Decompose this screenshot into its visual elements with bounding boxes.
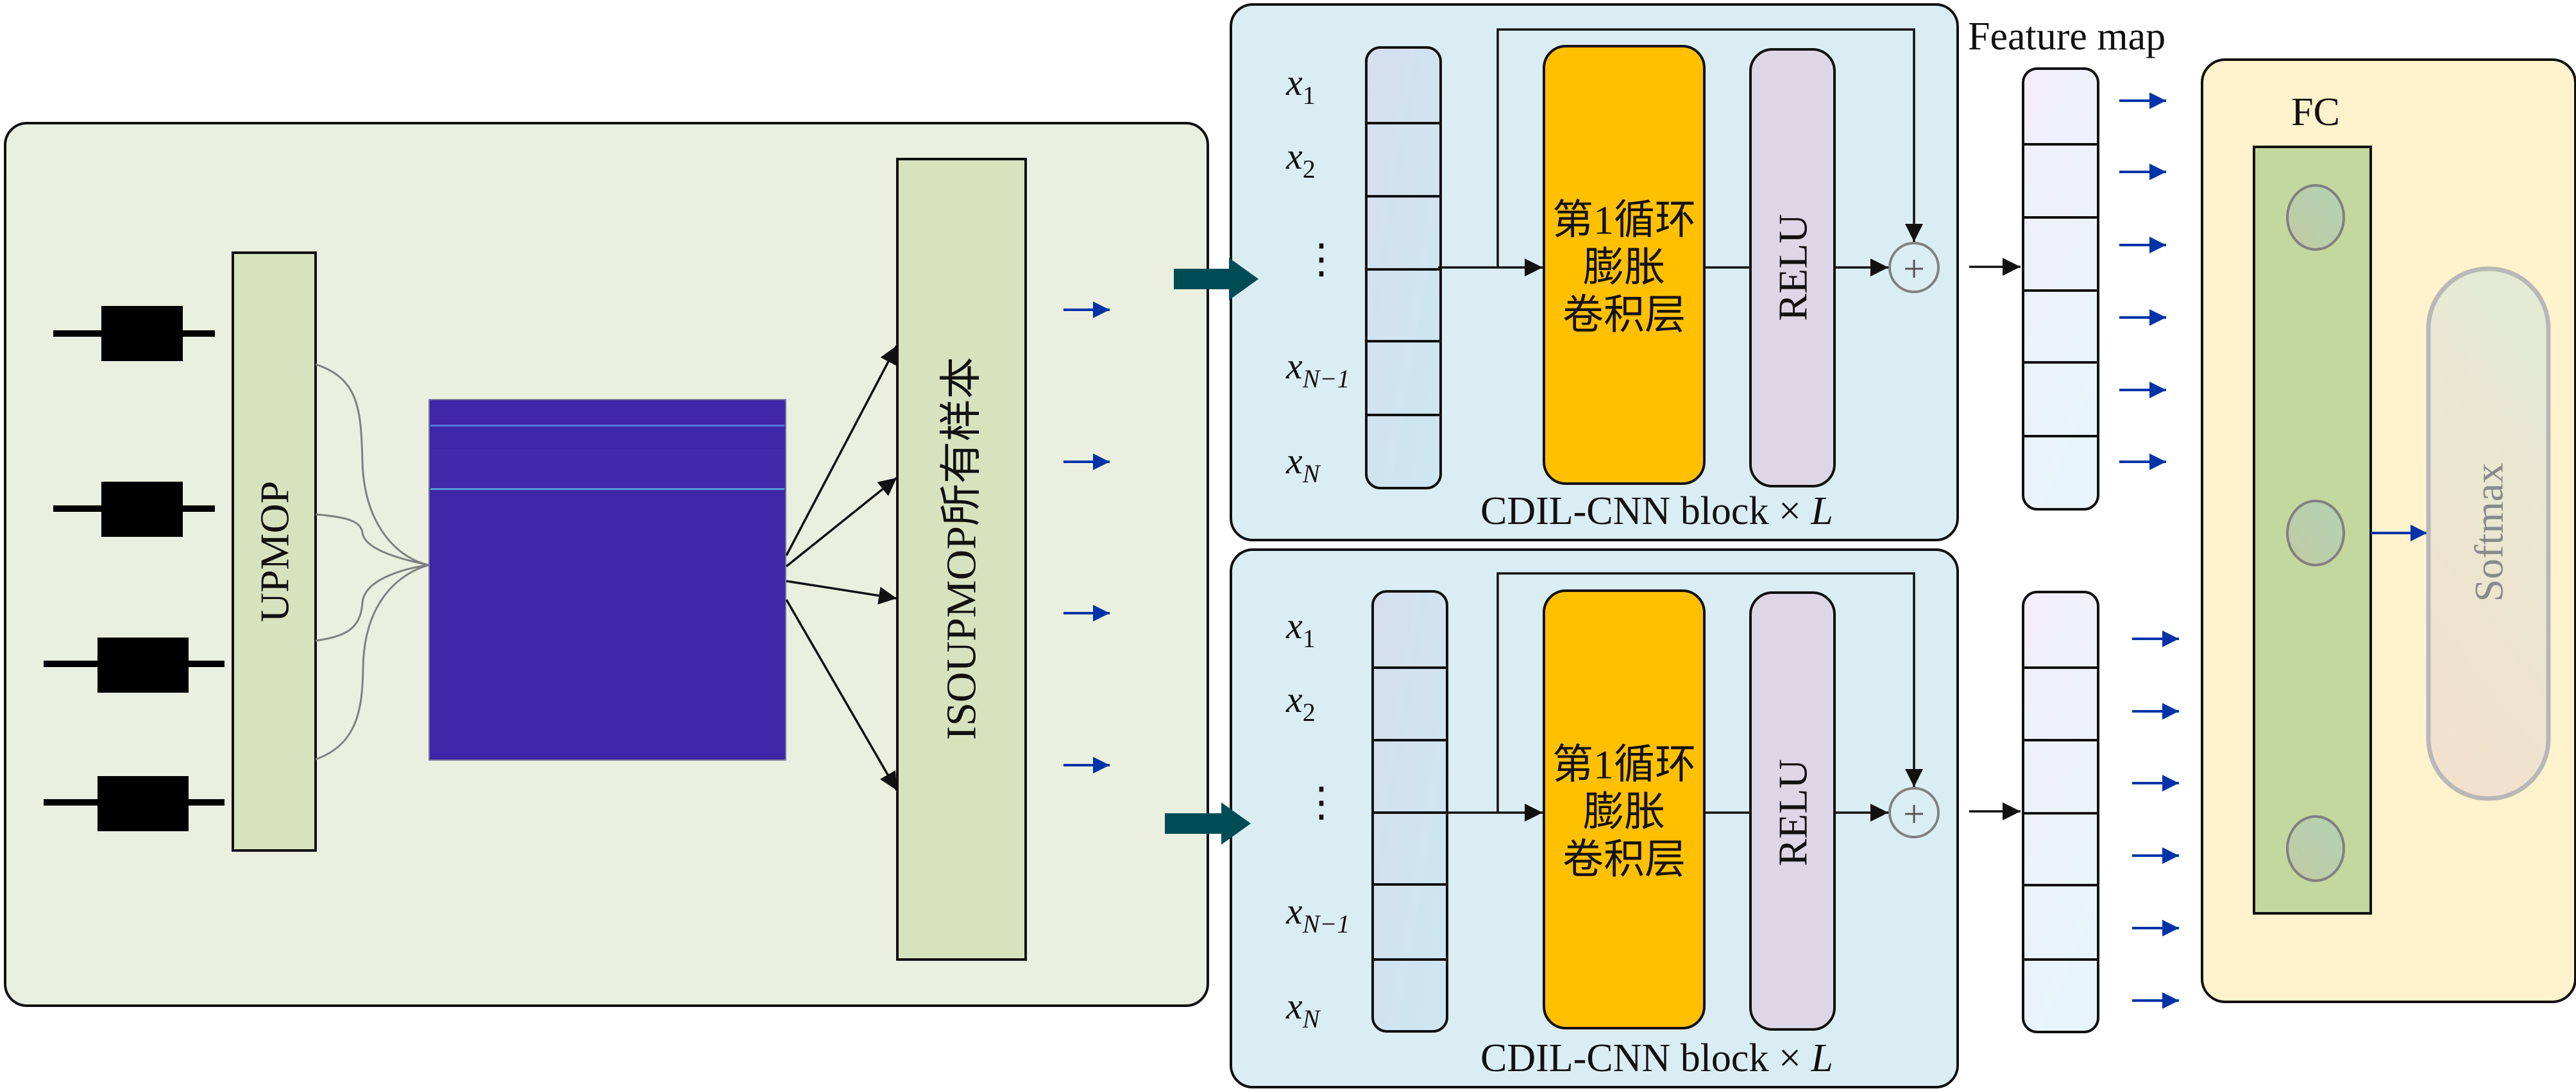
input-label-base: x [1285, 135, 1303, 177]
conv-label-line-1: 第1循环 [1552, 198, 1696, 243]
feature-map-column-1 [1969, 67, 2166, 511]
fan-arrow-3 [786, 580, 897, 605]
softmax-label: Softmax [2466, 463, 2512, 602]
feature-map-body [2022, 67, 2099, 511]
input-label-2: x2 [1285, 679, 1316, 727]
caption-variable: L [1810, 1036, 1833, 1080]
feature-maps [1969, 67, 2179, 1033]
input-sequence-column [1365, 46, 1442, 489]
residual-add-icon: + [1888, 787, 1940, 838]
caption-text: CDIL-CNN block × [1480, 1036, 1811, 1080]
input-label-base: x [1285, 985, 1303, 1027]
signal-waveform-2 [53, 482, 215, 537]
preprocessing-panel: UPMOP ISOUPMOP所有样本 [4, 122, 1209, 1007]
spectrogram-image [428, 399, 786, 761]
input-label-subscript: N−1 [1302, 364, 1350, 393]
fc-node-2 [2286, 500, 2345, 566]
conv-label-line-2: 膨胀 [1583, 245, 1665, 291]
softmax-box [2426, 266, 2551, 801]
signal-waveforms [44, 306, 225, 831]
input-label-base: x [1285, 890, 1303, 932]
input-label-subscript: N [1302, 1004, 1321, 1033]
input-label-4: xN−1 [1285, 345, 1350, 393]
residual-skip-connection [1496, 28, 1923, 267]
input-label-1: x1 [1285, 62, 1316, 110]
input-label-3: ⋮ [1301, 779, 1342, 825]
residual-add-icon: + [1888, 242, 1940, 293]
relu-box: RELU [1749, 48, 1836, 487]
teal-arrow-top [1174, 258, 1258, 300]
feature-map-label: Feature map [1968, 15, 2165, 58]
input-label-base: x [1285, 62, 1303, 103]
isoupmop-label: ISOUPMOP所有样本 [938, 357, 985, 740]
add-symbol: + [1903, 248, 1925, 290]
fc-node-3 [2286, 815, 2345, 882]
relu-label: RELU [1770, 214, 1816, 321]
input-label-base: x [1285, 605, 1303, 647]
fc-node-1 [2286, 184, 2345, 251]
feature-map-column-2 [1969, 591, 2179, 1033]
input-sequence-column [1371, 590, 1448, 1033]
relu-label: RELU [1770, 759, 1816, 866]
fan-arrow-2 [785, 477, 898, 568]
input-label-2: x2 [1285, 135, 1316, 183]
signal-waveform-1 [53, 306, 215, 361]
input-label-subscript: 1 [1303, 624, 1316, 653]
upmop-to-spectrogram-curves [315, 363, 429, 761]
input-label-1: x1 [1285, 605, 1316, 653]
input-label-subscript: 1 [1303, 81, 1316, 110]
input-label-subscript: N−1 [1302, 909, 1350, 938]
teal-arrow-bottom [1165, 802, 1251, 845]
input-column-body [1365, 46, 1442, 489]
relu-box: RELU [1749, 591, 1836, 1031]
fc-label: FC [2291, 90, 2340, 134]
input-label-subscript: 2 [1303, 155, 1316, 183]
spectrogram-band-2 [430, 488, 784, 490]
conv-label-line-2: 膨胀 [1583, 790, 1665, 835]
cdil-block-caption: CDIL-CNN block × L [1480, 1036, 1833, 1080]
input-label-3: ⋮ [1301, 236, 1342, 282]
upmop-label: UPMOP [252, 481, 298, 623]
conv-label-line-1: 第1循环 [1552, 742, 1696, 788]
teal-input-arrows [1165, 258, 1258, 845]
input-label-4: xN−1 [1285, 890, 1350, 938]
caption-text: CDIL-CNN block × [1480, 489, 1811, 533]
input-label-5: xN [1285, 440, 1321, 488]
spectrogram-to-isoupmop-arrows [785, 345, 898, 791]
input-label-5: xN [1285, 985, 1321, 1033]
fan-arrow-1 [785, 345, 898, 556]
input-label-subscript: 2 [1303, 698, 1316, 727]
upmop-box: UPMOP [232, 251, 317, 852]
signal-waveform-4 [44, 776, 225, 831]
add-symbol: + [1903, 793, 1925, 835]
residual-skip-connection [1496, 572, 1923, 813]
fan-arrow-4 [785, 599, 898, 791]
input-label-base: x [1285, 679, 1303, 720]
conv-label-line-3: 卷积层 [1563, 292, 1686, 338]
input-label-base: x [1285, 345, 1303, 387]
classifier-panel: FC Softmax [2201, 58, 2576, 1003]
caption-variable: L [1810, 489, 1833, 533]
cdil-block-caption: CDIL-CNN block × L [1480, 489, 1833, 533]
input-label-subscript: N [1302, 459, 1321, 488]
conv-label-line-3: 卷积层 [1563, 837, 1686, 883]
signal-waveform-3 [44, 638, 225, 693]
input-label-base: x [1285, 440, 1303, 482]
isoupmop-box: ISOUPMOP所有样本 [896, 158, 1027, 961]
spectrogram-band-1 [430, 425, 784, 427]
isoupmop-output-arrows [1063, 301, 1110, 774]
